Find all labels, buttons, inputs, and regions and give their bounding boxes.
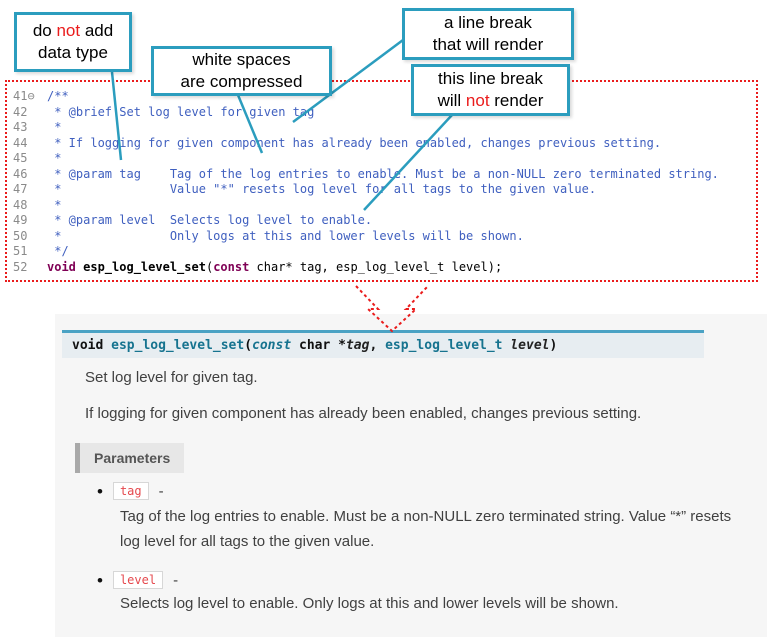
line-number: 47 bbox=[13, 182, 28, 196]
rendered-docs-panel bbox=[55, 314, 767, 637]
sig-close-paren: ) bbox=[549, 338, 558, 353]
line-number: 41⊖ bbox=[13, 89, 35, 103]
sig-const-keyword: const bbox=[252, 338, 292, 353]
paren: ( bbox=[205, 259, 214, 274]
line-number: 52 bbox=[13, 259, 28, 274]
code-text: */ bbox=[47, 244, 69, 258]
code-text: * bbox=[47, 151, 62, 165]
code-line: 44 * If logging for given component has … bbox=[13, 136, 756, 152]
code-line: 42 * @brief Set log level for given tag bbox=[13, 105, 756, 121]
code-text: * bbox=[47, 197, 62, 212]
bullet-icon: • bbox=[97, 481, 103, 501]
code-line: 41⊖ /** bbox=[13, 89, 756, 105]
code-line: 45 * bbox=[13, 151, 756, 167]
code-text: * @param tag Tag of the log entries to e… bbox=[47, 166, 719, 181]
callout-line: will not render bbox=[437, 91, 544, 110]
param-desc-tag: Tag of the log entries to enable. Must b… bbox=[120, 508, 732, 550]
code-line-function-declaration: 52 void esp_log_level_set(const char* tag… bbox=[13, 260, 756, 276]
code-line: 51 */ bbox=[13, 244, 756, 260]
callout-line-break-not-render: this line break will not render bbox=[411, 64, 570, 116]
code-text: * If logging for given component has alr… bbox=[47, 135, 662, 150]
callout-line: that will render bbox=[432, 35, 544, 54]
line-number: 42 bbox=[13, 104, 28, 119]
callout-whitespace-compressed: white spaces are compressed bbox=[151, 46, 332, 96]
keyword-void: void bbox=[47, 259, 84, 274]
line-number: 45 bbox=[13, 151, 28, 165]
code-line: 43 * bbox=[13, 120, 756, 136]
line-number: 46 bbox=[13, 166, 28, 181]
line-number: 50 bbox=[13, 228, 28, 243]
param-list-item-level: • level - bbox=[97, 571, 178, 589]
code-line: 46 * @param tag Tag of the log entries t… bbox=[13, 167, 756, 183]
declaration-rest: char* tag, esp_log_level_t level); bbox=[249, 259, 503, 274]
bullet-icon: • bbox=[97, 570, 103, 590]
sig-function-name: esp_log_level_set bbox=[111, 338, 245, 353]
param-desc-level: Selects log level to enable. Only logs a… bbox=[120, 595, 619, 612]
line-number: 49 bbox=[13, 213, 28, 227]
code-line: 47 * Value "*" resets log level for all … bbox=[13, 182, 756, 198]
doc-detail-paragraph: If logging for given component has alrea… bbox=[85, 405, 642, 422]
doc-brief-paragraph: Set log level for given tag. bbox=[85, 369, 258, 386]
code-text: * @brief Set log level for given tag bbox=[47, 104, 315, 119]
parameters-label: Parameters bbox=[75, 443, 185, 473]
callout-line: are compressed bbox=[180, 72, 303, 91]
code-text: * Value "*" resets log level for all tag… bbox=[47, 182, 597, 196]
line-number: 44 bbox=[13, 135, 28, 150]
sig-char-type: char * bbox=[291, 338, 346, 353]
sig-return-type: void bbox=[72, 338, 112, 353]
function-signature: void esp_log_level_set(const char *tag, … bbox=[62, 330, 704, 358]
param-dash: - bbox=[173, 571, 179, 589]
callout-line: do not add bbox=[32, 20, 114, 40]
keyword-const: const bbox=[213, 259, 250, 274]
code-text: * @param level Selects log level to enab… bbox=[47, 213, 373, 227]
code-line: 50 * Only logs at this and lower levels … bbox=[13, 229, 756, 245]
line-number: 43 bbox=[13, 120, 28, 134]
sig-param-level: level bbox=[510, 338, 550, 353]
code-line: 48 * bbox=[13, 198, 756, 214]
sig-paren: ( bbox=[244, 338, 253, 353]
code-text: /** bbox=[47, 89, 69, 103]
callout-no-data-type: do not add data type bbox=[14, 12, 132, 72]
callout-line: this line break bbox=[438, 68, 543, 88]
line-number: 51 bbox=[13, 244, 28, 258]
code-editor: 41⊖ /** 42 * @brief Set log level for giv… bbox=[5, 80, 758, 282]
code-text: * bbox=[47, 120, 62, 134]
sig-level-type: esp_log_level_t bbox=[385, 338, 503, 353]
function-name: esp_log_level_set bbox=[83, 259, 206, 274]
line-number: 48 bbox=[13, 197, 28, 212]
callout-line-break-renders: a line break that will render bbox=[402, 8, 574, 60]
param-list-item-tag: • tag - bbox=[97, 482, 164, 500]
param-name-chip: tag bbox=[112, 482, 149, 500]
param-name-chip: level bbox=[112, 571, 164, 589]
callout-line: white spaces bbox=[192, 49, 291, 69]
callout-line: a line break bbox=[444, 12, 532, 32]
code-line: 49 * @param level Selects log level to e… bbox=[13, 213, 756, 229]
callout-line: data type bbox=[38, 43, 108, 62]
sig-param-tag: tag bbox=[345, 338, 370, 353]
code-text: * Only logs at this and lower levels wil… bbox=[47, 228, 524, 243]
param-dash: - bbox=[158, 482, 164, 500]
sig-comma: , bbox=[369, 338, 386, 353]
